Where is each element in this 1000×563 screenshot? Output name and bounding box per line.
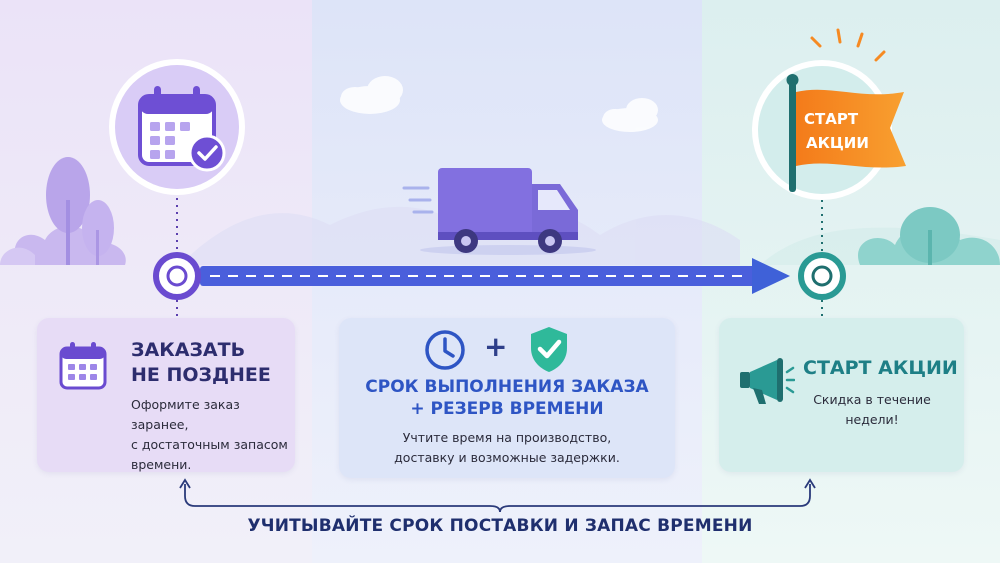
tree-icon bbox=[0, 157, 126, 265]
card-title: СТАРТ АКЦИИ bbox=[803, 357, 958, 379]
timeline-arrow-icon bbox=[752, 258, 790, 294]
bottom-caption: УЧИТЫВАЙТЕ СРОК ПОСТАВКИ И ЗАПАС ВРЕМЕНИ bbox=[247, 516, 753, 536]
clock-icon bbox=[425, 330, 465, 370]
card-title: СРОК ВЫПОЛНЕНИЯ ЗАКАЗА + РЕЗЕРВ ВРЕМЕНИ bbox=[339, 376, 675, 420]
flag-text-line1: СТАРТ bbox=[804, 110, 859, 128]
flag-icon bbox=[752, 28, 906, 200]
card-text-line: Оформите заказ заранее, bbox=[131, 397, 240, 432]
card-text-line: времени. bbox=[131, 457, 192, 472]
milestone-marker-left bbox=[153, 252, 201, 300]
flag-text-line2: АКЦИИ bbox=[806, 134, 869, 152]
cloud-icon bbox=[340, 76, 403, 114]
card-text-line: Учтите время на производство, bbox=[402, 430, 612, 445]
card-text: Оформите заказ заранее, с достаточным за… bbox=[131, 395, 291, 475]
shield-check-icon bbox=[531, 327, 567, 372]
card-lead-time: + СРОК ВЫПОЛНЕНИЯ ЗАКАЗА + РЕЗЕРВ ВРЕМЕН… bbox=[339, 318, 675, 478]
milestone-marker-right bbox=[798, 252, 846, 300]
truck-icon bbox=[402, 168, 596, 255]
card-title-line: СРОК ВЫПОЛНЕНИЯ ЗАКАЗА bbox=[365, 377, 649, 397]
calendar-icon bbox=[59, 342, 107, 390]
cloud-icon bbox=[602, 98, 658, 132]
card-promo-start: СТАРТ АКЦИИ Скидка в течение недели! bbox=[719, 318, 964, 472]
card-text-line: с достаточным запасом bbox=[131, 437, 288, 452]
card-title-line: + РЕЗЕРВ ВРЕМЕНИ bbox=[410, 399, 604, 419]
card-title: ЗАКАЗАТЬ НЕ ПОЗДНЕЕ bbox=[131, 338, 291, 388]
megaphone-icon bbox=[740, 358, 795, 404]
card-text: Скидка в течение недели! bbox=[797, 390, 947, 430]
tree-icon bbox=[858, 207, 1000, 265]
card-order-deadline: ЗАКАЗАТЬ НЕ ПОЗДНЕЕ Оформите заказ заран… bbox=[37, 318, 295, 472]
card-title-line: НЕ ПОЗДНЕЕ bbox=[131, 364, 271, 386]
calendar-check-icon bbox=[109, 59, 245, 195]
plus-sign: + bbox=[484, 330, 508, 363]
card-text-line: доставку и возможные задержки. bbox=[394, 450, 620, 465]
card-text-line: Скидка в течение bbox=[813, 392, 931, 407]
bottom-bracket bbox=[179, 478, 816, 513]
card-title-line: ЗАКАЗАТЬ bbox=[131, 339, 246, 361]
card-text: Учтите время на производство, доставку и… bbox=[339, 428, 675, 468]
card-text-line: недели! bbox=[845, 412, 899, 427]
